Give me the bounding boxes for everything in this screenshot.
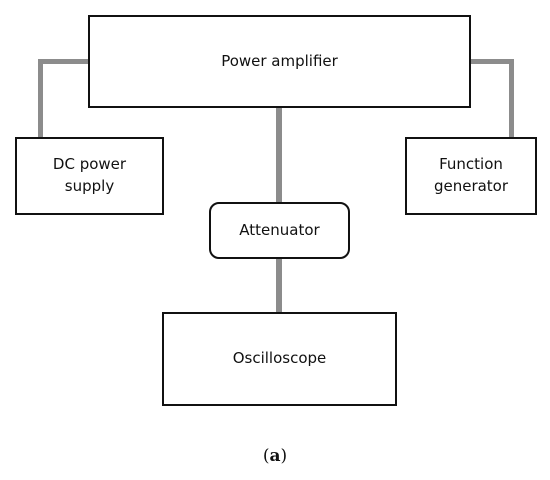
figure-caption: (a) (0, 446, 550, 466)
power-amplifier-block: Power amplifier (88, 15, 471, 108)
attenuator-block: Attenuator (209, 202, 350, 259)
caption-label: a (269, 446, 281, 466)
oscilloscope-block: Oscilloscope (162, 312, 397, 406)
caption-close-paren: ) (280, 446, 288, 466)
connector-amplifier-function-generator-horizontal (470, 59, 514, 64)
dc-power-supply-label: DC power supply (52, 155, 127, 195)
connector-amplifier-dc-supply-horizontal (38, 59, 89, 64)
connector-amplifier-function-generator-vertical (509, 59, 514, 138)
connector-attenuator-oscilloscope (276, 258, 282, 313)
attenuator-label: Attenuator (239, 220, 320, 239)
power-amplifier-label: Power amplifier (221, 51, 338, 70)
function-generator-block: Function generator (405, 137, 537, 215)
connector-amplifier-attenuator (276, 107, 282, 203)
dc-power-supply-block: DC power supply (15, 137, 164, 215)
connector-amplifier-dc-supply-vertical (38, 59, 43, 138)
function-generator-label: Function generator (433, 155, 509, 195)
oscilloscope-label: Oscilloscope (232, 349, 327, 368)
caption-open-paren: ( (262, 446, 270, 466)
